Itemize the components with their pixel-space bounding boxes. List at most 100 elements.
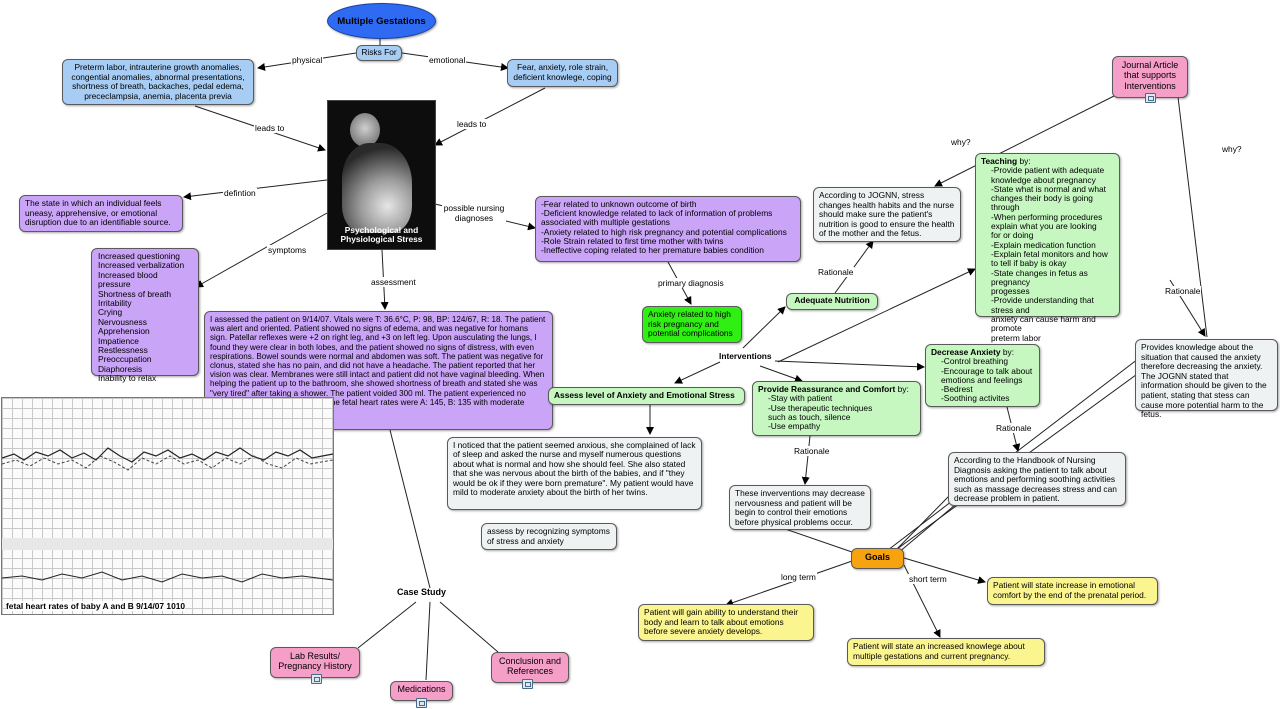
teaching-by: by: (1017, 156, 1031, 166)
link-label-leads-to: leads to (456, 119, 488, 129)
teaching-node[interactable]: Teaching by: -Provide patient with adequ… (975, 153, 1120, 342)
handbook-rationale-text: According to the Handbook of Nursing Dia… (954, 455, 1117, 504)
primary-diagnosis-text: Anxiety related to high risk pregnancy a… (648, 309, 733, 339)
teaching-title: Teaching (981, 156, 1018, 166)
journal-rationale-node[interactable]: Provides knowledge about the situation t… (1135, 339, 1278, 419)
link-label-long-term: long term (780, 572, 817, 582)
case-study-label[interactable]: Case Study (397, 587, 447, 597)
nutrition-rationale-node[interactable]: According to JOGNN, stress changes healt… (813, 187, 961, 242)
link-label-possible-nursing-diagnoses: possible nursing diagnoses (442, 203, 506, 223)
decrease-heading: Decrease Anxiety by: (931, 347, 1034, 357)
teaching-item: -Explain fetal monitors and how to tell … (991, 248, 1108, 269)
title-oval[interactable]: Multiple Gestations (327, 3, 436, 39)
assessment-text: I assessed the patient on 9/14/07. Vital… (210, 315, 546, 416)
short-term-goal-2-node[interactable]: Patient will state an increased knowlege… (847, 638, 1045, 666)
symptom-item: Increased blood pressure (98, 269, 158, 290)
title-text: Multiple Gestations (337, 15, 426, 27)
lab-results-node[interactable]: Lab Results/ Pregnancy History (270, 647, 360, 678)
fetal-heart-traces (2, 447, 333, 583)
symptom-item: Impatience (98, 335, 139, 346)
short-term-goal-1-node[interactable]: Patient will state increase in emotional… (987, 577, 1158, 605)
decrease-item: -Control breathing (941, 356, 1009, 367)
definition-text: The state in which an individual feels u… (25, 198, 171, 228)
link-label-rationale: Rationale (1164, 286, 1202, 296)
symptoms-node[interactable]: Increased questioning Increased verbaliz… (91, 248, 199, 383)
reassurance-title: Provide Reassurance and Comfort (758, 384, 896, 394)
attachment-icon[interactable] (1145, 93, 1156, 103)
diagnosis-item: -Role Strain related to first time mothe… (541, 235, 724, 246)
long-term-goal-text: Patient will gain ability to understand … (644, 607, 799, 637)
teaching-item: -When performing procedures explain what… (991, 211, 1103, 241)
goals-text: Goals (864, 552, 890, 562)
photo-caption: Psychological and Physiological Stress (340, 224, 423, 245)
symptom-item: Shortness of breath (98, 288, 172, 299)
risks-for-node[interactable]: Risks For (356, 45, 402, 61)
physical-risks-text: Preterm labor, intrauterine growth anoma… (71, 62, 245, 101)
assess-text: I noticed that the patient seemed anxiou… (453, 440, 696, 498)
decrease-item: -Soothing activites (941, 393, 1010, 404)
link-label-emotional: emotional (428, 55, 467, 65)
symptom-item: Increased verbalization (98, 260, 185, 271)
adequate-nutrition-node[interactable]: Adequate Nutrition (786, 293, 878, 310)
link-label-rationale: Rationale (817, 267, 855, 277)
conclusion-text: Conclusion and References (498, 656, 562, 677)
long-term-goal-node[interactable]: Patient will gain ability to understand … (638, 604, 814, 641)
link-label-why: why? (1221, 144, 1243, 154)
assess-level-node[interactable]: Assess level of Anxiety and Emotional St… (548, 387, 745, 405)
symptom-item: Restlessness (98, 345, 148, 356)
journal-article-node[interactable]: Journal Article that supports Interventi… (1112, 56, 1188, 98)
reassurance-by: by: (895, 384, 909, 394)
attachment-icon[interactable] (311, 674, 322, 684)
interventions-label[interactable]: Interventions (719, 351, 772, 361)
decrease-title: Decrease Anxiety (931, 347, 1001, 357)
assess-symptoms-node[interactable]: assess by recognizing symptoms of stress… (481, 523, 617, 550)
teaching-item: -Explain medication function (991, 239, 1096, 250)
goals-node[interactable]: Goals (851, 548, 904, 569)
handbook-rationale-node[interactable]: According to the Handbook of Nursing Dia… (948, 452, 1126, 506)
short-term-goal-2-text: Patient will state an increased knowlege… (853, 641, 1025, 661)
medications-text: Medications (397, 684, 446, 694)
short-term-goal-1-text: Patient will state increase in emotional… (993, 580, 1147, 600)
link-label-physical: physical (291, 55, 324, 65)
decrease-by: by: (1000, 347, 1015, 357)
link-label-primary-diagnosis: primary diagnosis (657, 278, 725, 288)
link-label-short-term: short term (908, 574, 948, 584)
attachment-icon[interactable] (416, 698, 427, 708)
link-label-symptoms: symptoms (267, 245, 308, 255)
link-label-possible-nursing-diagnoses-text: possible nursing diagnoses (443, 203, 505, 223)
journal-rationale-text: Provides knowledge about the situation t… (1141, 342, 1267, 420)
teaching-item: -Provide understanding that stress and a… (991, 295, 1096, 343)
link-label-leads-to: leads to (254, 123, 286, 133)
reassurance-item: -Use therapeutic techniques such as touc… (768, 402, 873, 422)
fetal-heart-rate-image[interactable]: fetal heart rates of baby A and B 9/14/0… (1, 397, 334, 615)
nursing-diagnoses-node[interactable]: -Fear related to unknown outcome of birt… (535, 196, 801, 262)
assess-text-node[interactable]: I noticed that the patient seemed anxiou… (447, 437, 702, 510)
reassurance-item: -Use empathy (768, 421, 821, 432)
symptom-item: Irritability (98, 298, 132, 309)
decrease-item: -Bedrest (941, 384, 973, 395)
decrease-anxiety-node[interactable]: Decrease Anxiety by: -Control breathing … (925, 344, 1040, 407)
primary-diagnosis-node[interactable]: Anxiety related to high risk pregnancy a… (642, 306, 742, 343)
pregnancy-photo[interactable]: Psychological and Physiological Stress (327, 100, 436, 250)
diagnosis-item: -Fear related to unknown outcome of birt… (541, 199, 697, 209)
symptom-item: Nervousness (98, 316, 147, 327)
link-label-rationale: Rationale (995, 423, 1033, 433)
journal-article-text: Journal Article that supports Interventi… (1121, 60, 1179, 91)
reassurance-node[interactable]: Provide Reassurance and Comfort by: -Sta… (752, 381, 921, 436)
definition-node[interactable]: The state in which an individual feels u… (19, 195, 183, 232)
teaching-item: -State changes in fetus as pregnancy pro… (991, 267, 1088, 297)
reassurance-rationale-text: These inverventions may decrease nervous… (735, 488, 865, 527)
adequate-nutrition-text: Adequate Nutrition (794, 295, 870, 305)
symptom-item: Diaphoresis (98, 363, 143, 374)
teaching-item: -Provide patient with adequate knowledge… (991, 165, 1105, 185)
risks-for-text: Risks For (361, 47, 397, 57)
emotional-risks-node[interactable]: Fear, anxiety, role strain, deficient kn… (507, 59, 618, 87)
attachment-icon[interactable] (522, 679, 533, 689)
reassurance-item: -Stay with patient (768, 393, 833, 404)
link-label-rationale: Rationale (793, 446, 831, 456)
fhr-caption: fetal heart rates of baby A and B 9/14/0… (6, 601, 186, 611)
reassurance-rationale-node[interactable]: These inverventions may decrease nervous… (729, 485, 871, 530)
diagnosis-item: -Ineffective coping related to her prema… (541, 245, 764, 256)
physical-risks-node[interactable]: Preterm labor, intrauterine growth anoma… (62, 59, 254, 105)
link-label-definition: defintion (223, 188, 257, 198)
